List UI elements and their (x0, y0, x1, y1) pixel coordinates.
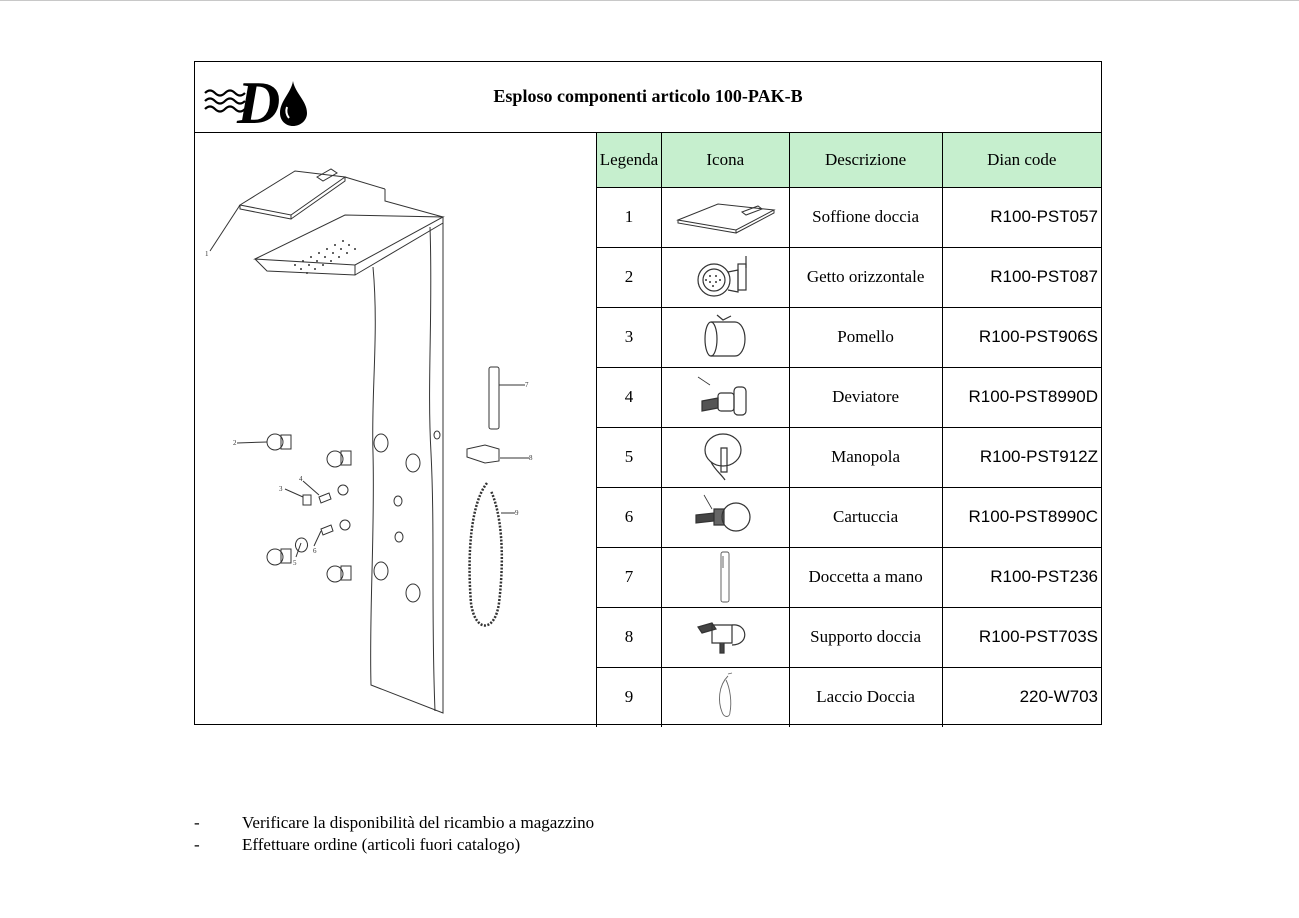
legend-cell: 6 (596, 486, 662, 548)
legend-cell: 7 (596, 546, 662, 608)
shower-holder-icon (697, 622, 746, 654)
code-cell: R100-PST906S (941, 306, 1101, 368)
legend-cell: 1 (596, 186, 662, 248)
table-row: 5 Manopola R100-PST912Z (596, 426, 1101, 488)
table-row: 9 Laccio Doccia 220-W703 (596, 666, 1101, 727)
svg-text:4: 4 (299, 475, 303, 483)
icon-cell (660, 606, 790, 668)
table-row: 4 Deviatore R100-PST8990D (596, 366, 1101, 428)
code-cell: 220-W703 (941, 666, 1101, 727)
table-row: 3 Pomello R100-PST906S (596, 306, 1101, 368)
parts-sheet: D Esploso componenti articolo 100-PAK-B … (194, 61, 1102, 727)
top-rule (0, 0, 1299, 1)
description-cell: Manopola (788, 426, 943, 488)
page-title: Esploso componenti articolo 100-PAK-B (493, 86, 803, 106)
description-cell: Deviatore (788, 366, 943, 428)
sheet-header: D Esploso componenti articolo 100-PAK-B (195, 62, 1101, 133)
code-cell: R100-PST057 (941, 186, 1101, 248)
code-cell: R100-PST8990D (941, 366, 1101, 428)
shower-hose-icon (719, 672, 733, 718)
svg-text:1: 1 (205, 250, 209, 258)
icon-cell (660, 426, 790, 488)
col-header-dian-code: Dian code (941, 133, 1101, 188)
knob-icon (704, 314, 746, 357)
code-cell: R100-PST087 (941, 246, 1101, 308)
legend-cell: 3 (596, 306, 662, 368)
note-text: Verificare la disponibilità del ricambio… (242, 813, 595, 832)
description-cell: Soffione doccia (788, 186, 943, 248)
col-header-icona: Icona (660, 133, 790, 188)
description-cell: Doccetta a mano (788, 546, 943, 608)
svg-text:D: D (236, 71, 280, 127)
hand-shower-icon (720, 551, 730, 603)
handle-icon (704, 433, 742, 481)
description-cell: Cartuccia (788, 486, 943, 548)
table-row: 2 Getto orizzontale R100-PST087 (596, 246, 1101, 308)
code-cell: R100-PST236 (941, 546, 1101, 608)
description-cell: Laccio Doccia (788, 666, 943, 727)
description-cell: Getto orizzontale (788, 246, 943, 308)
shower-head-icon (676, 203, 776, 234)
note-bullet: - (194, 835, 200, 854)
table-row: 8 Supporto doccia R100-PST703S (596, 606, 1101, 668)
icon-cell (660, 546, 790, 608)
table-row: 6 Cartuccia R100-PST8990C (596, 486, 1101, 548)
icon-cell (660, 186, 790, 248)
table-row: 7 Doccetta a mano R100-PST236 (596, 546, 1101, 608)
exploded-shower-panel-drawing: 1 (195, 133, 596, 725)
svg-text:3: 3 (279, 485, 283, 493)
svg-text:7: 7 (525, 381, 529, 389)
icon-cell (660, 486, 790, 548)
parts-table: Legenda Icona Descrizione Dian code 1 So… (596, 133, 1101, 727)
svg-text:8: 8 (529, 454, 533, 462)
code-cell: R100-PST8990C (941, 486, 1101, 548)
svg-text:9: 9 (515, 509, 519, 517)
col-header-descrizione: Descrizione (788, 133, 943, 188)
code-cell: R100-PST912Z (941, 426, 1101, 488)
description-cell: Pomello (788, 306, 943, 368)
table-header-row: Legenda Icona Descrizione Dian code (596, 133, 1101, 188)
description-cell: Supporto doccia (788, 606, 943, 668)
legend-cell: 2 (596, 246, 662, 308)
note-bullet: - (194, 813, 200, 832)
icon-cell (660, 366, 790, 428)
legend-cell: 5 (596, 426, 662, 488)
legend-cell: 4 (596, 366, 662, 428)
icon-cell (660, 306, 790, 368)
cartridge-icon (695, 494, 751, 532)
dian-droplet-logo-icon: D (204, 71, 307, 127)
legend-cell: 9 (596, 666, 662, 727)
svg-text:6: 6 (313, 547, 317, 555)
table-row: 1 Soffione doccia R100-PST057 (596, 186, 1101, 248)
svg-text:5: 5 (293, 559, 297, 567)
svg-text:2: 2 (233, 439, 237, 447)
col-header-legenda: Legenda (596, 133, 662, 188)
legend-cell: 8 (596, 606, 662, 668)
icon-cell (660, 246, 790, 308)
code-cell: R100-PST703S (941, 606, 1101, 668)
icon-cell (660, 666, 790, 727)
horizontal-jet-icon (697, 256, 747, 297)
diverter-icon (698, 376, 747, 416)
note-text: Effettuare ordine (articoli fuori catalo… (242, 835, 521, 854)
